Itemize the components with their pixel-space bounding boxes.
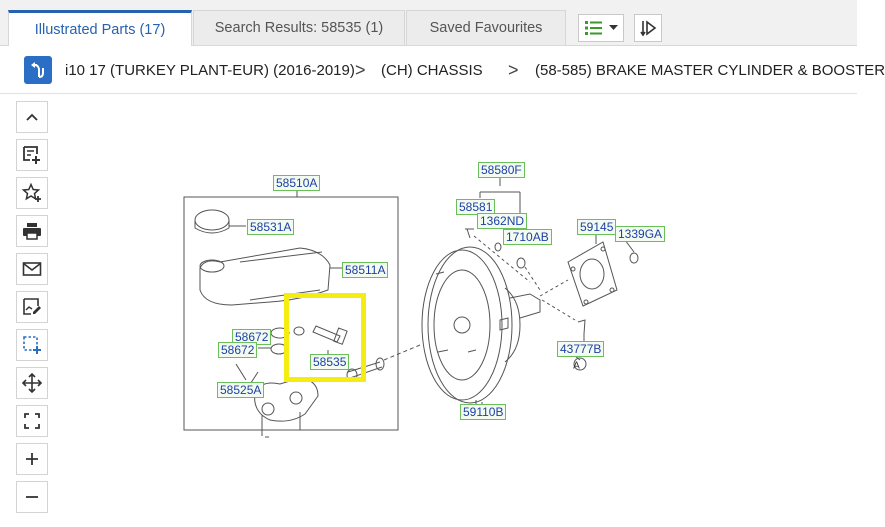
back-to-top-button[interactable] (24, 56, 52, 84)
fit-button[interactable] (16, 405, 48, 437)
callout-1362ND[interactable]: 1362ND (477, 213, 528, 229)
callout-58525A[interactable]: 58525A (217, 382, 265, 398)
fit-screen-icon (24, 413, 40, 429)
parts-diagram: A (183, 175, 639, 438)
minus-icon (26, 496, 38, 498)
star-add-icon (21, 182, 41, 202)
breadcrumb-item-model[interactable]: i10 17 (TURKEY PLANT-EUR) (2016-2019) (65, 62, 355, 79)
move-icon (21, 372, 43, 394)
list-icon (585, 21, 602, 35)
select-area-button[interactable] (16, 329, 48, 361)
sort-arrow-icon (640, 20, 657, 37)
callout-1710AB[interactable]: 1710AB (503, 229, 552, 245)
note-add-icon (23, 146, 40, 164)
edit-image-icon (23, 298, 41, 315)
list-view-dropdown-button[interactable] (578, 14, 624, 42)
add-favourite-button[interactable] (16, 177, 48, 209)
breadcrumb-item-section[interactable]: (58-585) BRAKE MASTER CYLINDER & BOOSTER (535, 62, 885, 79)
chevron-up-icon (26, 113, 38, 121)
tab-illustrated-parts[interactable]: Illustrated Parts (17) (8, 10, 192, 46)
caret-down-icon (609, 25, 618, 30)
callout-1339GA[interactable]: 1339GA (615, 226, 666, 242)
callout-59110B[interactable]: 59110B (460, 404, 507, 420)
collapse-button[interactable] (16, 101, 48, 133)
pan-button[interactable] (16, 367, 48, 399)
tab-label: Search Results: 58535 (1) (214, 20, 384, 36)
callout-59145[interactable]: 59145 (577, 219, 617, 235)
callout-58672[interactable]: 58672 (218, 342, 258, 358)
callout-58511A[interactable]: 58511A (342, 262, 389, 278)
add-note-button[interactable] (16, 139, 48, 171)
print-button[interactable] (16, 215, 48, 247)
breadcrumb-separator: > (508, 60, 519, 80)
callout-43777B[interactable]: 43777B (557, 341, 605, 357)
breadcrumb-item-group[interactable]: (CH) CHASSIS (381, 62, 483, 79)
diagram-marker-a: A (573, 361, 580, 372)
return-arrow-icon (31, 62, 44, 78)
breadcrumb (0, 46, 857, 94)
tab-saved-favourites[interactable]: Saved Favourites (406, 10, 566, 45)
mail-icon (22, 262, 42, 276)
email-button[interactable] (16, 253, 48, 285)
breadcrumb-separator: > (355, 60, 366, 80)
tab-label: Saved Favourites (429, 20, 543, 36)
callout-58580F[interactable]: 58580F (478, 162, 525, 178)
callout-58581[interactable]: 58581 (456, 199, 496, 215)
callout-58531A[interactable]: 58531A (247, 219, 295, 235)
callout-58535[interactable]: 58535 (310, 354, 350, 370)
edit-image-button[interactable] (16, 291, 48, 323)
sort-button[interactable] (634, 14, 662, 42)
select-area-icon (23, 336, 41, 354)
printer-icon (23, 223, 41, 240)
callout-58510A[interactable]: 58510A (273, 175, 321, 191)
tab-label: Illustrated Parts (17) (34, 21, 166, 38)
plus-icon (26, 453, 38, 465)
zoom-in-button[interactable] (16, 443, 48, 475)
zoom-out-button[interactable] (16, 481, 48, 513)
tab-search-results[interactable]: Search Results: 58535 (1) (193, 10, 405, 45)
search-highlight (284, 293, 366, 382)
